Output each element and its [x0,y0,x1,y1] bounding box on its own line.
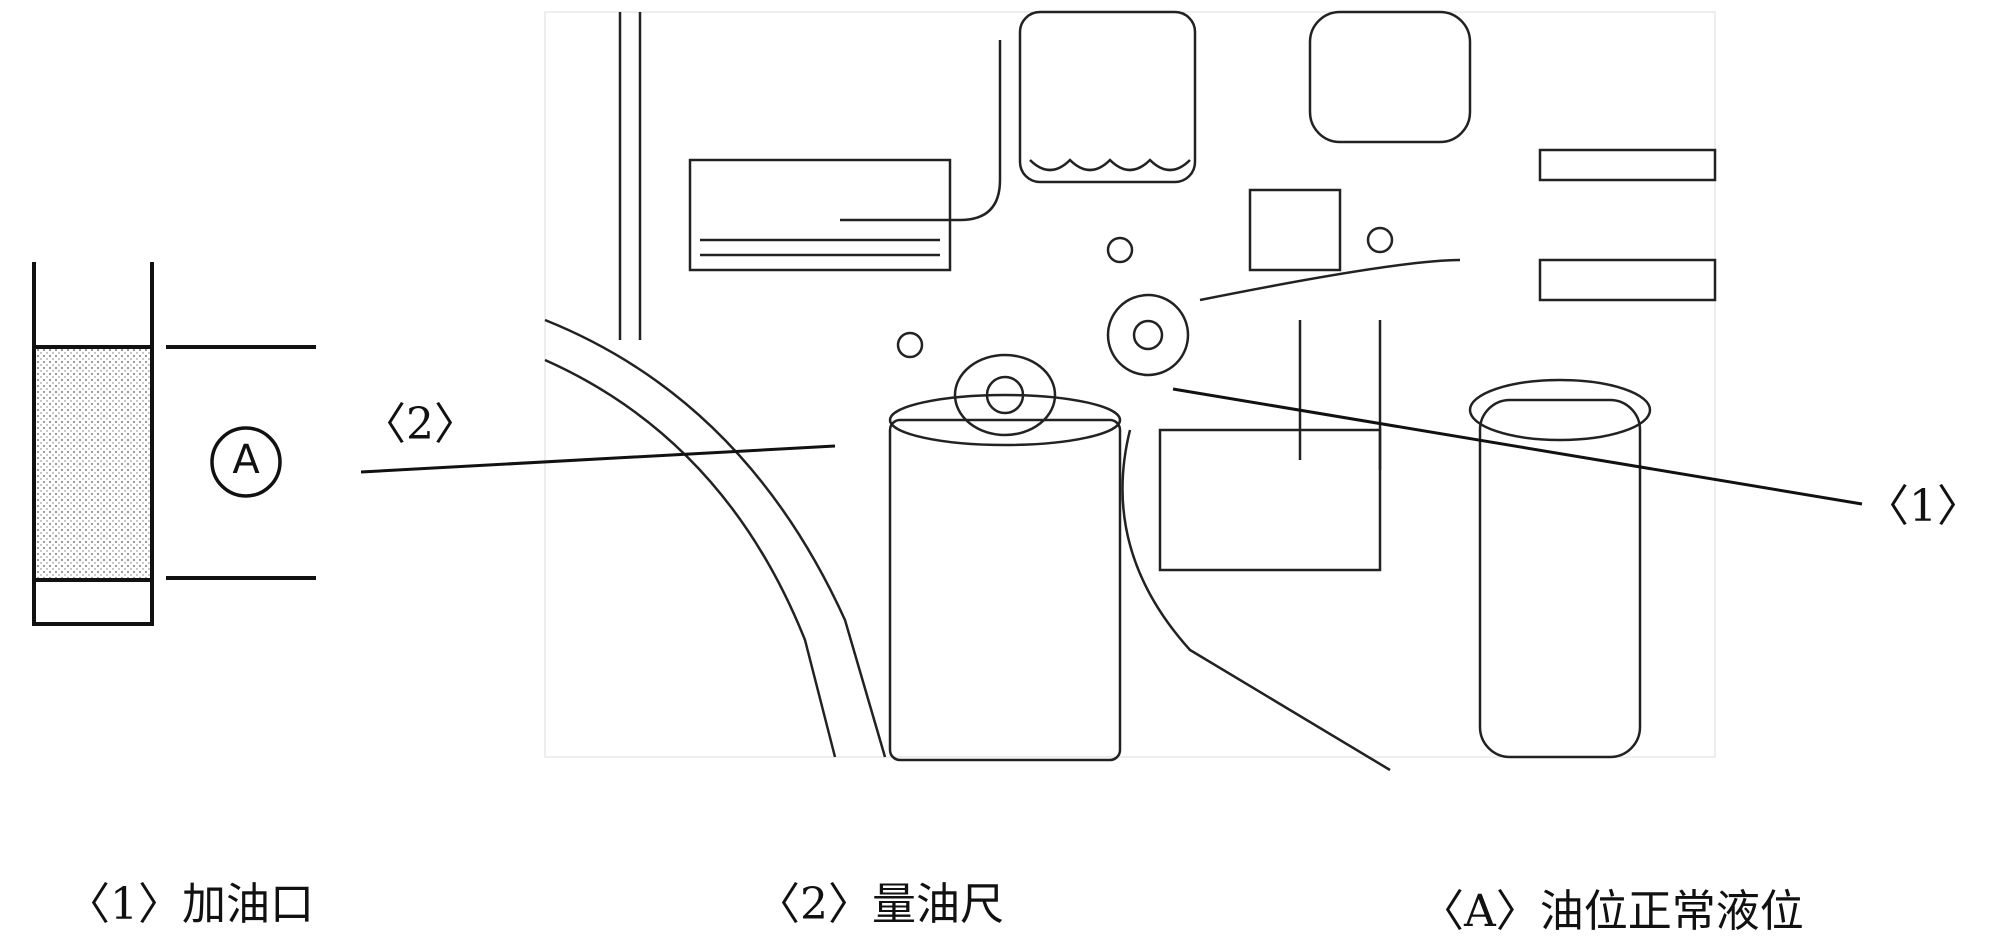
oil-level-gauge [32,262,316,626]
dipstick-cap [953,353,1057,437]
legend-item-dipstick: 〈2〉量油尺 [756,868,1004,932]
legend-key: 〈1〉 [66,879,182,930]
legend-key: 〈A〉 [1420,886,1540,937]
dipstick-callout: 〈2〉 [362,399,478,450]
filler-cap [1106,293,1190,377]
legend-item-filler: 〈1〉加油口 [66,868,314,932]
legend-text: 量油尺 [872,879,1004,930]
filler-leader-line [1172,387,1863,506]
legend-item-level: 〈A〉油位正常液位 [1420,875,1804,939]
engine-illustration [544,10,1717,772]
oil-fill [36,347,150,578]
level-mark-label: A [232,437,260,483]
filter-body [888,418,1122,762]
legend-text: 加油口 [182,879,314,930]
legend-text: 油位正常液位 [1539,886,1804,937]
dipstick-leader-line [360,444,836,474]
legend-key: 〈2〉 [756,879,872,930]
level-mark-circle [210,426,282,498]
filler-callout: 〈1〉 [1865,481,1981,532]
